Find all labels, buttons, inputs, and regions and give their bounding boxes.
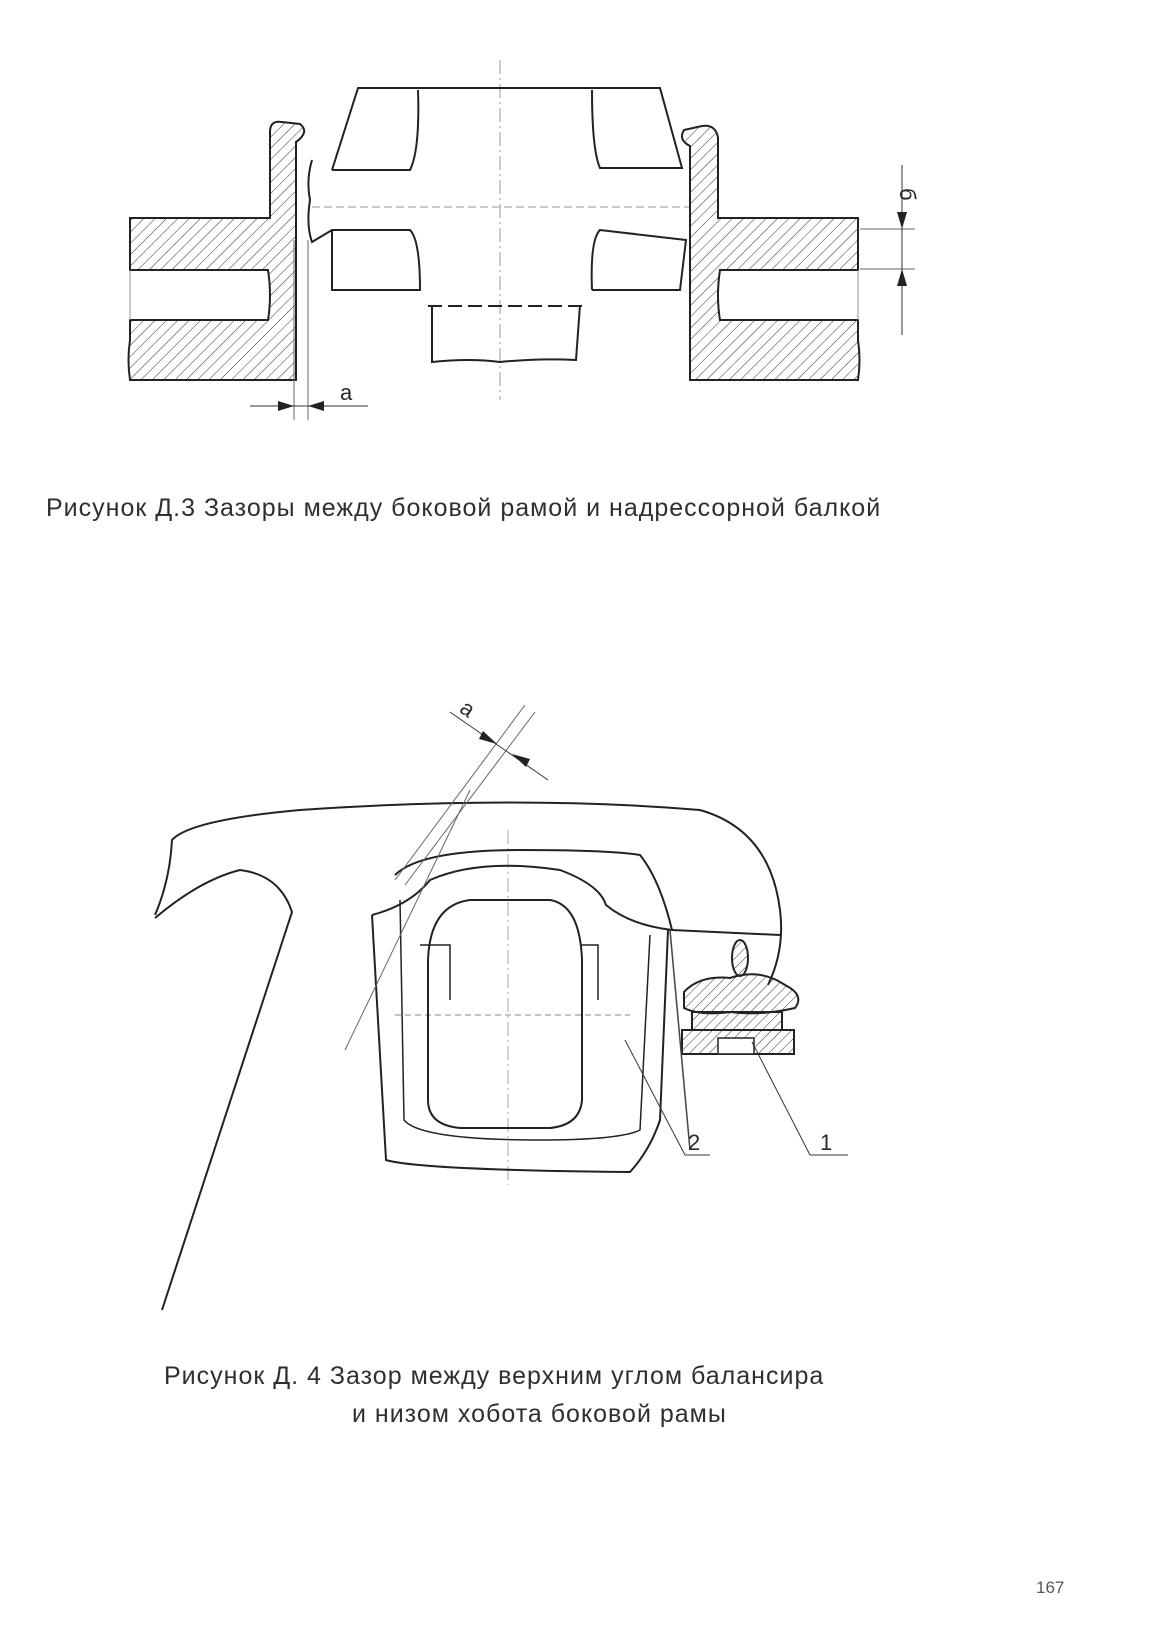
figure-d4-drawing: а 2 1 — [0, 640, 1172, 1340]
figure-d3-drawing: а б — [0, 0, 1172, 470]
dimension-label-b: б — [895, 188, 920, 201]
bolster-flange — [307, 159, 688, 291]
right-side-frame — [681, 124, 861, 381]
figure-d3-caption: Рисунок Д.3 Зазоры между боковой рамой и… — [46, 494, 882, 522]
callout-2: 2 — [688, 1130, 700, 1155]
bolster-bottom — [431, 304, 581, 364]
page-number: 167 — [1036, 1578, 1065, 1597]
spring-cap — [683, 973, 800, 1015]
wedge-body — [371, 914, 669, 1174]
figure-d4-caption-line2: и низом хобота боковой рамы — [352, 1400, 727, 1428]
left-side-frame — [127, 120, 306, 381]
callout-1: 1 — [820, 1130, 832, 1155]
side-frame-outline — [154, 801, 783, 986]
dimension-label-a: а — [340, 380, 353, 405]
bolster-top — [331, 87, 684, 171]
wear-plate — [691, 1011, 783, 1031]
figure-d4-caption-line1: Рисунок Д. 4 Зазор между верхним углом б… — [164, 1362, 825, 1390]
wedge-window — [427, 899, 583, 1129]
